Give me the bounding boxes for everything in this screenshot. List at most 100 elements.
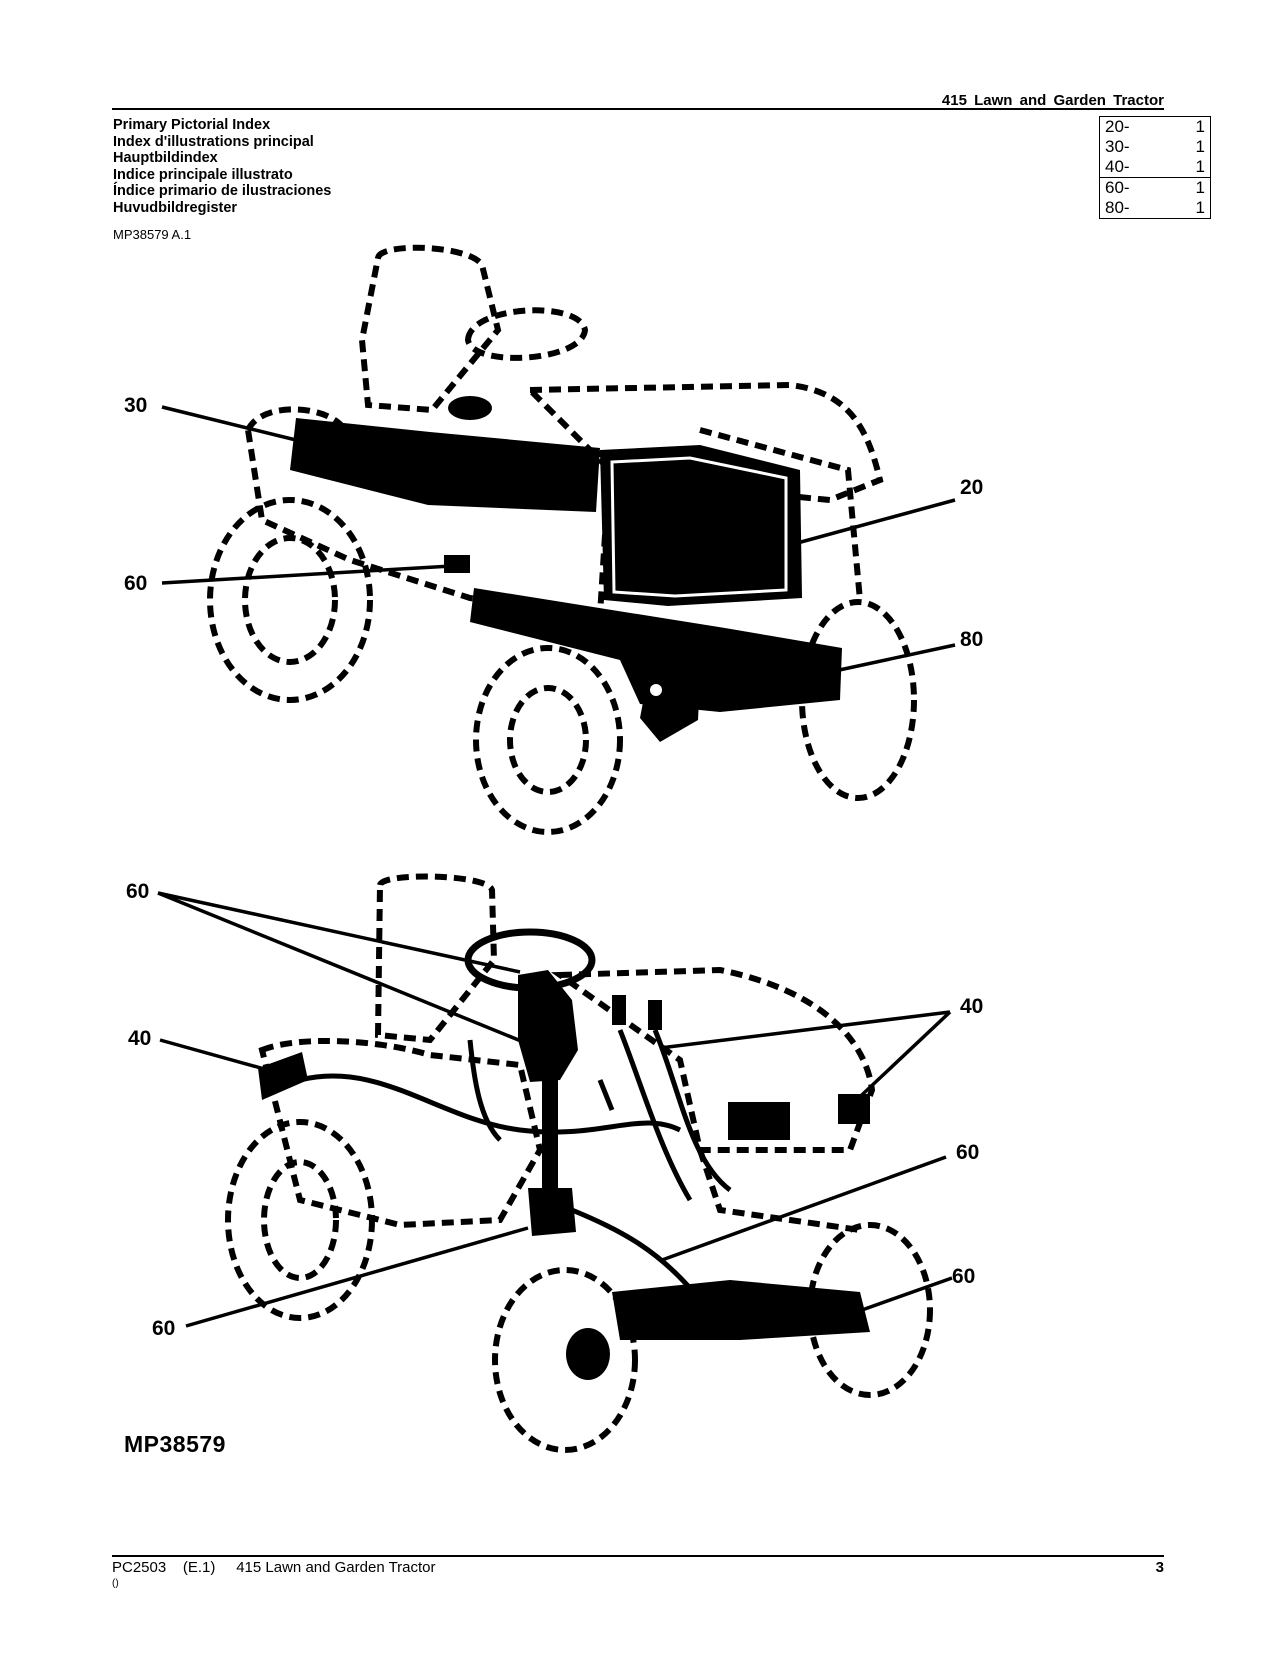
part-40-headlight-left <box>728 1102 790 1140</box>
page-header: 415 Lawn and Garden Tractor <box>112 88 1164 110</box>
bottom-rear-wheel-inner <box>261 1159 339 1281</box>
bottom-hood-outline <box>550 966 876 1153</box>
top-highlights <box>610 456 788 696</box>
harness-main <box>299 1073 682 1135</box>
index-title-de: Hauptbildindex <box>113 150 218 166</box>
harness-branch-d <box>571 1207 702 1302</box>
callout-80: 80 <box>960 628 984 651</box>
page-footer: PC2503 (E.1) 415 Lawn and Garden Tractor… <box>112 1555 1164 1589</box>
index-title-it: Indice principale illustrato <box>113 166 293 183</box>
top-hood-outline <box>522 381 884 504</box>
part-40-headlight-right <box>838 1094 870 1124</box>
part-60-steering-base <box>528 1188 576 1236</box>
top-rear-wheel-inner <box>242 535 338 665</box>
header-title: 415 Lawn and Garden Tractor <box>941 92 1164 109</box>
callout-60-right-lower: 60 <box>952 1265 976 1288</box>
top-tractor-outline <box>207 244 917 835</box>
index-title-en: Primary Pictorial Index <box>113 117 271 133</box>
callout-30: 30 <box>124 394 148 417</box>
bottom-front-wheel-left <box>492 1267 638 1453</box>
figure-id: MP38579 <box>124 1431 226 1457</box>
part-40-switch-b <box>648 1000 662 1030</box>
part-80-bracket <box>640 676 700 742</box>
ref-group: 60- <box>1099 177 1171 198</box>
bottom-leader-lines <box>157 891 953 1328</box>
harness-branch-c <box>652 1029 732 1192</box>
leader-60-a2 <box>157 891 549 1054</box>
part-60-item <box>444 555 470 573</box>
ref-page: 1 <box>1195 117 1205 136</box>
ref-page: 1 <box>1195 157 1205 176</box>
part-30-platform <box>290 418 600 512</box>
bottom-wiring-harness <box>299 1029 732 1302</box>
part-40-rear-light <box>258 1052 308 1100</box>
bottom-rear-wheel-outer <box>225 1119 375 1321</box>
harness-branch-b <box>617 1029 693 1202</box>
part-60-front-axle <box>612 1280 870 1340</box>
top-front-wheel-left-inner <box>507 685 589 795</box>
ref-page: 1 <box>1195 137 1205 156</box>
leader-30 <box>161 405 297 442</box>
leader-60-right-upper <box>661 1155 947 1262</box>
page-number: 3 <box>1155 1559 1164 1576</box>
leader-80 <box>829 643 956 674</box>
reference-table: 20- 1 30- 1 40- 1 60- 1 80- 1 <box>1099 116 1211 219</box>
callout-60-upper-left: 60 <box>126 880 150 903</box>
part-20-box <box>600 445 802 606</box>
ref-row: 80- 1 <box>1100 198 1211 219</box>
bottom-body-outline <box>258 1037 544 1229</box>
ref-group: 30- <box>1105 137 1130 156</box>
footer-rule <box>112 1555 1164 1557</box>
ref-row: 60- 1 <box>1099 177 1211 198</box>
leader-40-right-b <box>846 1010 952 1110</box>
part-80-frame <box>470 588 842 712</box>
leader-60-a1 <box>157 891 521 974</box>
ref-group: 40- <box>1105 157 1130 176</box>
figure-code: MP38579 A.1 <box>113 227 192 242</box>
index-title-sv: Huvudbildregister <box>113 199 238 216</box>
ref-page: 1 <box>1170 177 1211 198</box>
bottom-chassis-edge <box>697 1149 861 1233</box>
ref-group: 80- <box>1105 198 1130 217</box>
top-leader-lines <box>161 405 956 674</box>
leader-60-lower-left <box>185 1226 529 1328</box>
top-hood-side <box>699 427 863 601</box>
leader-20 <box>789 498 956 547</box>
top-rear-wheel-outer <box>207 497 373 703</box>
ref-row: 20- 1 <box>1100 117 1211 138</box>
part-60-front-hub <box>566 1328 610 1380</box>
part-60-steering-shaft <box>542 1075 558 1195</box>
top-front-wheel-right <box>799 599 917 801</box>
callout-40-left: 40 <box>128 1027 152 1050</box>
part-seat-base <box>448 396 492 420</box>
ref-page: 1 <box>1195 198 1205 217</box>
index-titles: Primary Pictorial Index Index d'illustra… <box>113 117 331 216</box>
callout-60-lower-left: 60 <box>152 1317 176 1340</box>
callout-60-top: 60 <box>124 572 148 595</box>
top-steering-outline <box>464 307 589 361</box>
header-rule <box>112 108 1164 110</box>
callout-40-right: 40 <box>960 995 984 1018</box>
ref-group: 20- <box>1105 117 1130 136</box>
leader-40-left <box>159 1038 269 1072</box>
top-tractor-parts <box>290 396 842 742</box>
leader-60-right-lower <box>861 1276 953 1312</box>
index-title-es: Índice primario de ilustraciones <box>113 183 332 199</box>
part-40-switch-a <box>612 995 626 1025</box>
footer-sub: () <box>112 1578 119 1589</box>
bottom-tractor-parts <box>258 970 870 1380</box>
callout-20: 20 <box>960 476 984 499</box>
harness-branch-a <box>467 1039 502 1142</box>
footer-doc-info: PC2503 (E.1) 415 Lawn and Garden Tractor <box>112 1559 436 1576</box>
part-80-hole <box>650 684 662 696</box>
harness-branch-e <box>597 1079 615 1111</box>
part-20-box-edge <box>610 456 788 598</box>
ref-row: 40- 1 <box>1100 157 1211 178</box>
top-front-wheel-left-outer <box>473 645 623 835</box>
ref-row: 30- 1 <box>1100 137 1211 157</box>
callout-60-right-upper: 60 <box>956 1141 980 1164</box>
top-seat-outline <box>358 244 502 414</box>
index-title-fr: Index d'illustrations principal <box>113 133 314 150</box>
